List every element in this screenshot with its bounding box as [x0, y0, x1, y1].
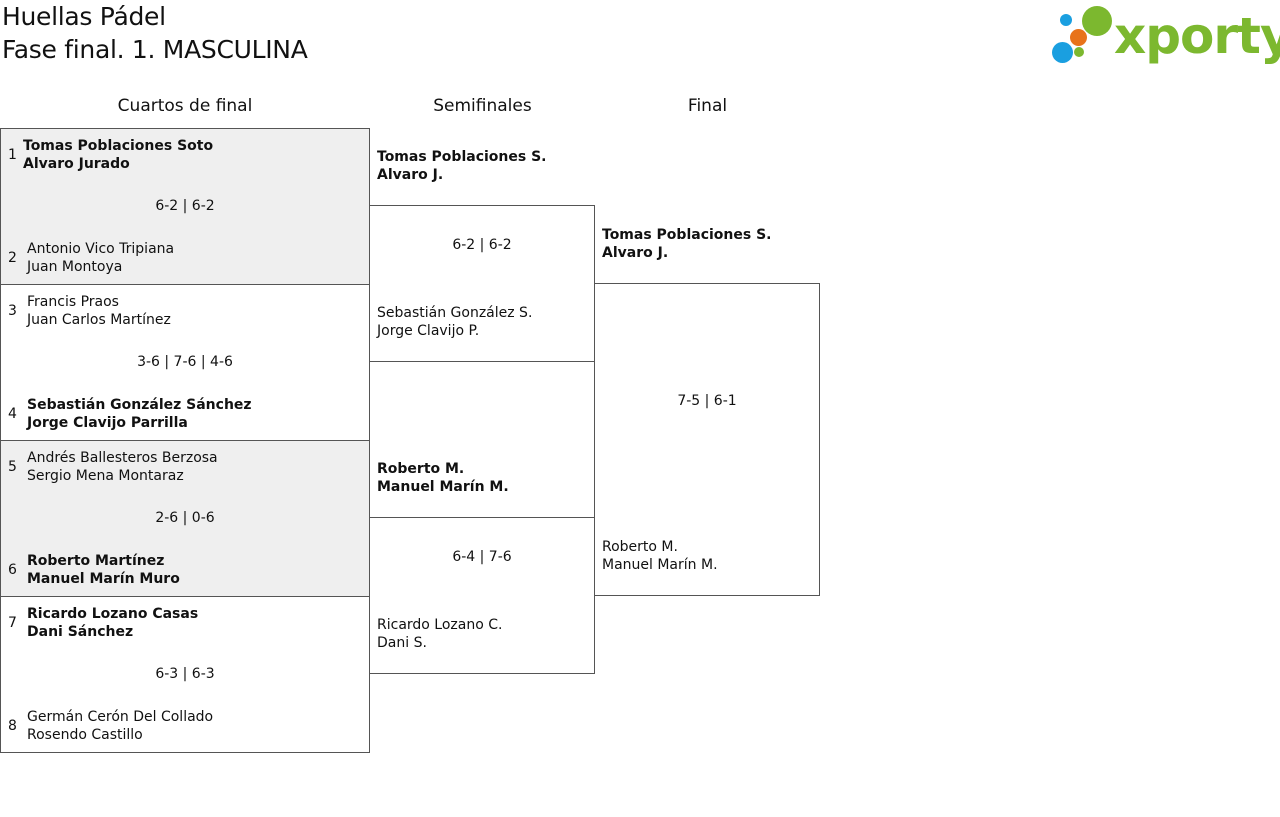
semifinal-1-bottom-team[interactable]: Sebastián González S. Jorge Clavijo P. [377, 304, 532, 340]
quarterfinal-match-3: 5 Andrés Ballesteros Berzosa Sergio Mena… [0, 440, 370, 597]
player-name: Ricardo Lozano Casas [27, 606, 199, 622]
semifinal-2-top-team[interactable]: Roberto M. Manuel Marín M. [377, 460, 509, 496]
logo-dot-green-small [1074, 47, 1084, 57]
player-name: Tomas Poblaciones Soto [23, 138, 214, 154]
xporty-logo[interactable]: xporty [1050, 4, 1280, 68]
player-name: Antonio Vico Tripiana [27, 241, 175, 257]
player-name: Dani S. [377, 635, 427, 651]
match-score: 6-3 | 6-3 [155, 666, 215, 682]
player-name: Germán Cerón Del Collado [27, 709, 214, 725]
player-name: Tomas Poblaciones S. [377, 149, 547, 165]
match-score: 7-5 | 6-1 [677, 393, 737, 409]
match-score: 6-4 | 7-6 [452, 549, 512, 565]
round-heading-quarterfinals: Cuartos de final [117, 96, 253, 116]
player-name: Alvaro Jurado [23, 156, 130, 172]
player-name: Sebastián González S. [377, 305, 533, 321]
quarterfinal-match-4: 7 Ricardo Lozano Casas Dani Sánchez 6-3 … [0, 596, 370, 753]
logo-wordmark: xporty [1114, 7, 1280, 65]
player-name: Tomas Poblaciones S. [602, 227, 772, 243]
final-bottom-team[interactable]: Roberto M. Manuel Marín M. [602, 538, 718, 574]
match-score: 3-6 | 7-6 | 4-6 [137, 354, 233, 370]
match-score: 2-6 | 0-6 [155, 510, 215, 526]
team-entry[interactable]: Francis Praos Juan Carlos Martínez [27, 293, 171, 329]
player-name: Jorge Clavijo Parrilla [27, 415, 188, 431]
team-entry[interactable]: Roberto Martínez Manuel Marín Muro [27, 552, 180, 588]
quarterfinal-match-1: 1 Tomas Poblaciones Soto Alvaro Jurado 6… [0, 128, 370, 285]
match-score: 6-2 | 6-2 [452, 237, 512, 253]
team-entry[interactable]: Andrés Ballesteros Berzosa Sergio Mena M… [27, 449, 218, 485]
player-name: Juan Montoya [27, 259, 123, 275]
logo-dot-blue-small [1060, 14, 1072, 26]
player-name: Ricardo Lozano C. [377, 617, 503, 633]
player-name: Manuel Marín M. [377, 479, 509, 495]
seed-number: 4 [8, 406, 17, 422]
page-title: Huellas Pádel [2, 2, 166, 31]
player-name: Francis Praos [27, 294, 119, 310]
round-heading-final: Final [687, 96, 728, 116]
player-name: Dani Sánchez [27, 624, 134, 640]
player-name: Sebastián González Sánchez [27, 397, 252, 413]
seed-number: 6 [8, 562, 17, 578]
player-name: Roberto Martínez [27, 553, 165, 569]
player-name: Roberto M. [602, 539, 678, 555]
logo-dot-blue-large [1052, 42, 1073, 63]
player-name: Manuel Marín M. [602, 557, 718, 573]
player-name: Roberto M. [377, 461, 465, 477]
semifinal-2-bottom-team[interactable]: Ricardo Lozano C. Dani S. [377, 616, 502, 652]
final-top-team[interactable]: Tomas Poblaciones S. Alvaro J. [602, 226, 771, 262]
seed-number: 2 [8, 250, 17, 266]
semifinal-1-top-team[interactable]: Tomas Poblaciones S. Alvaro J. [377, 148, 546, 184]
team-entry[interactable]: Tomas Poblaciones Soto Alvaro Jurado [23, 137, 213, 173]
match-score: 6-2 | 6-2 [155, 198, 215, 214]
player-name: Alvaro J. [602, 245, 669, 261]
player-name: Sergio Mena Montaraz [27, 468, 184, 484]
player-name: Alvaro J. [377, 167, 444, 183]
seed-number: 5 [8, 459, 17, 475]
round-heading-semifinals: Semifinales [433, 96, 532, 116]
player-name: Juan Carlos Martínez [27, 312, 171, 328]
team-entry[interactable]: Sebastián González Sánchez Jorge Clavijo… [27, 396, 252, 432]
team-entry[interactable]: Germán Cerón Del Collado Rosendo Castill… [27, 708, 213, 744]
logo-dot-orange [1070, 29, 1087, 46]
seed-number: 1 [8, 147, 17, 163]
player-name: Rosendo Castillo [27, 727, 143, 743]
player-name: Andrés Ballesteros Berzosa [27, 450, 218, 466]
player-name: Manuel Marín Muro [27, 571, 180, 587]
final-match: 7-5 | 6-1 Roberto M. Manuel Marín M. [594, 283, 820, 596]
seed-number: 8 [8, 718, 17, 734]
seed-number: 7 [8, 615, 17, 631]
player-name: Jorge Clavijo P. [377, 323, 480, 339]
team-entry[interactable]: Antonio Vico Tripiana Juan Montoya [27, 240, 174, 276]
page-subtitle: Fase final. 1. MASCULINA [2, 35, 308, 64]
quarterfinal-match-2: 3 Francis Praos Juan Carlos Martínez 3-6… [0, 284, 370, 441]
semifinal-match-2: 6-4 | 7-6 Ricardo Lozano C. Dani S. [369, 517, 595, 674]
logo-dot-green-large [1082, 6, 1112, 36]
semifinal-match-1: 6-2 | 6-2 Sebastián González S. Jorge Cl… [369, 205, 595, 362]
team-entry[interactable]: Ricardo Lozano Casas Dani Sánchez [27, 605, 198, 641]
seed-number: 3 [8, 303, 17, 319]
